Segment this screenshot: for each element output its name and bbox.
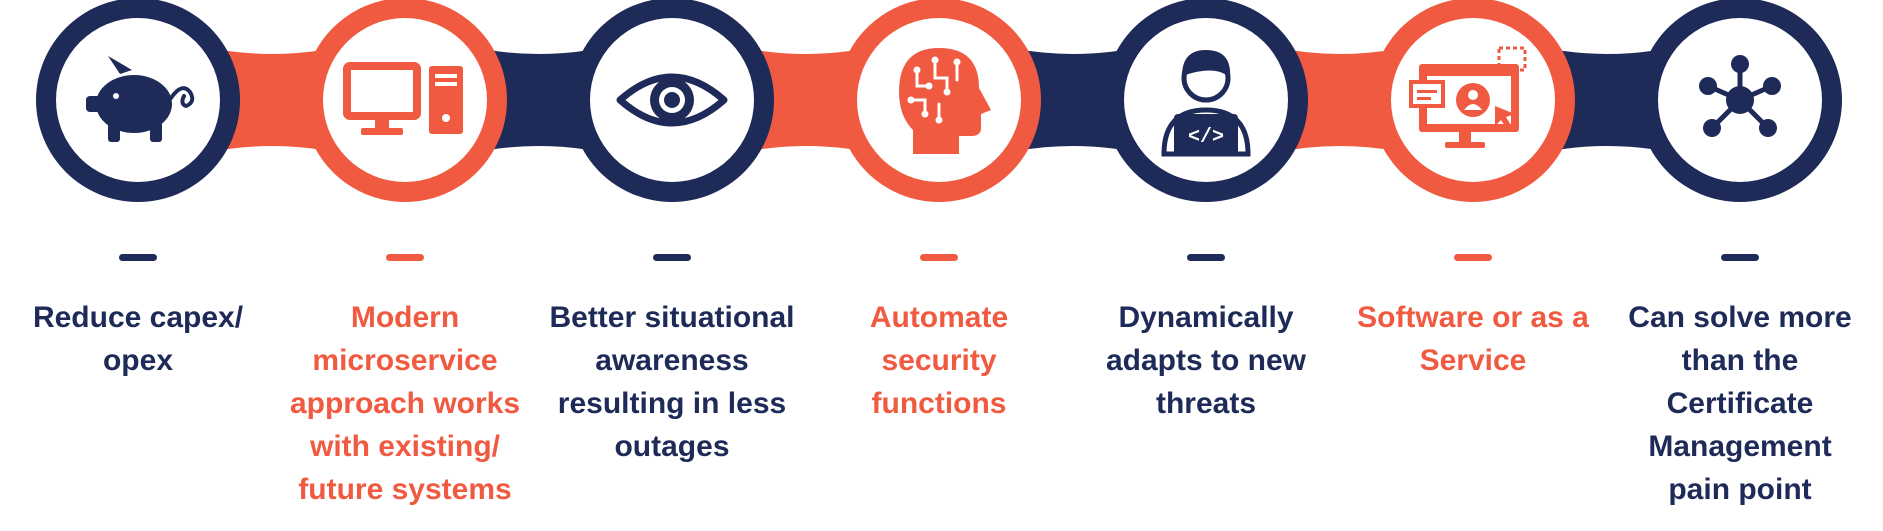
step-label-threats: Dynamically adapts to new threats (1105, 301, 1307, 420)
step-dash (920, 254, 958, 261)
step-dash (1721, 254, 1759, 261)
disc-2 (323, 18, 487, 182)
web-app-icon (1409, 46, 1527, 148)
step-dash (1454, 254, 1492, 261)
developer-icon: </> (1161, 50, 1251, 157)
step-label-awareness: Better situational awareness resulting i… (549, 301, 795, 463)
network-icon (1699, 55, 1781, 137)
step-dash (1187, 254, 1225, 261)
step-label-capex: Reduce capex/ opex (32, 301, 244, 377)
step-label-certificate: Can solve more than the Certificate Mana… (1628, 301, 1852, 506)
computer-icon (343, 62, 463, 135)
eye-icon (616, 73, 728, 127)
svg-text:</>: </> (1188, 126, 1224, 149)
step-label-saas: Software or as a Service (1357, 301, 1589, 377)
piggy-bank-icon (86, 56, 195, 142)
step-dash (119, 254, 157, 261)
step-label-microservice: Modern microservice approach works with … (289, 301, 521, 506)
ai-head-icon (899, 48, 991, 154)
step-dash (386, 254, 424, 261)
step-label-automate: Automate security functions (869, 301, 1009, 420)
step-dash (653, 254, 691, 261)
